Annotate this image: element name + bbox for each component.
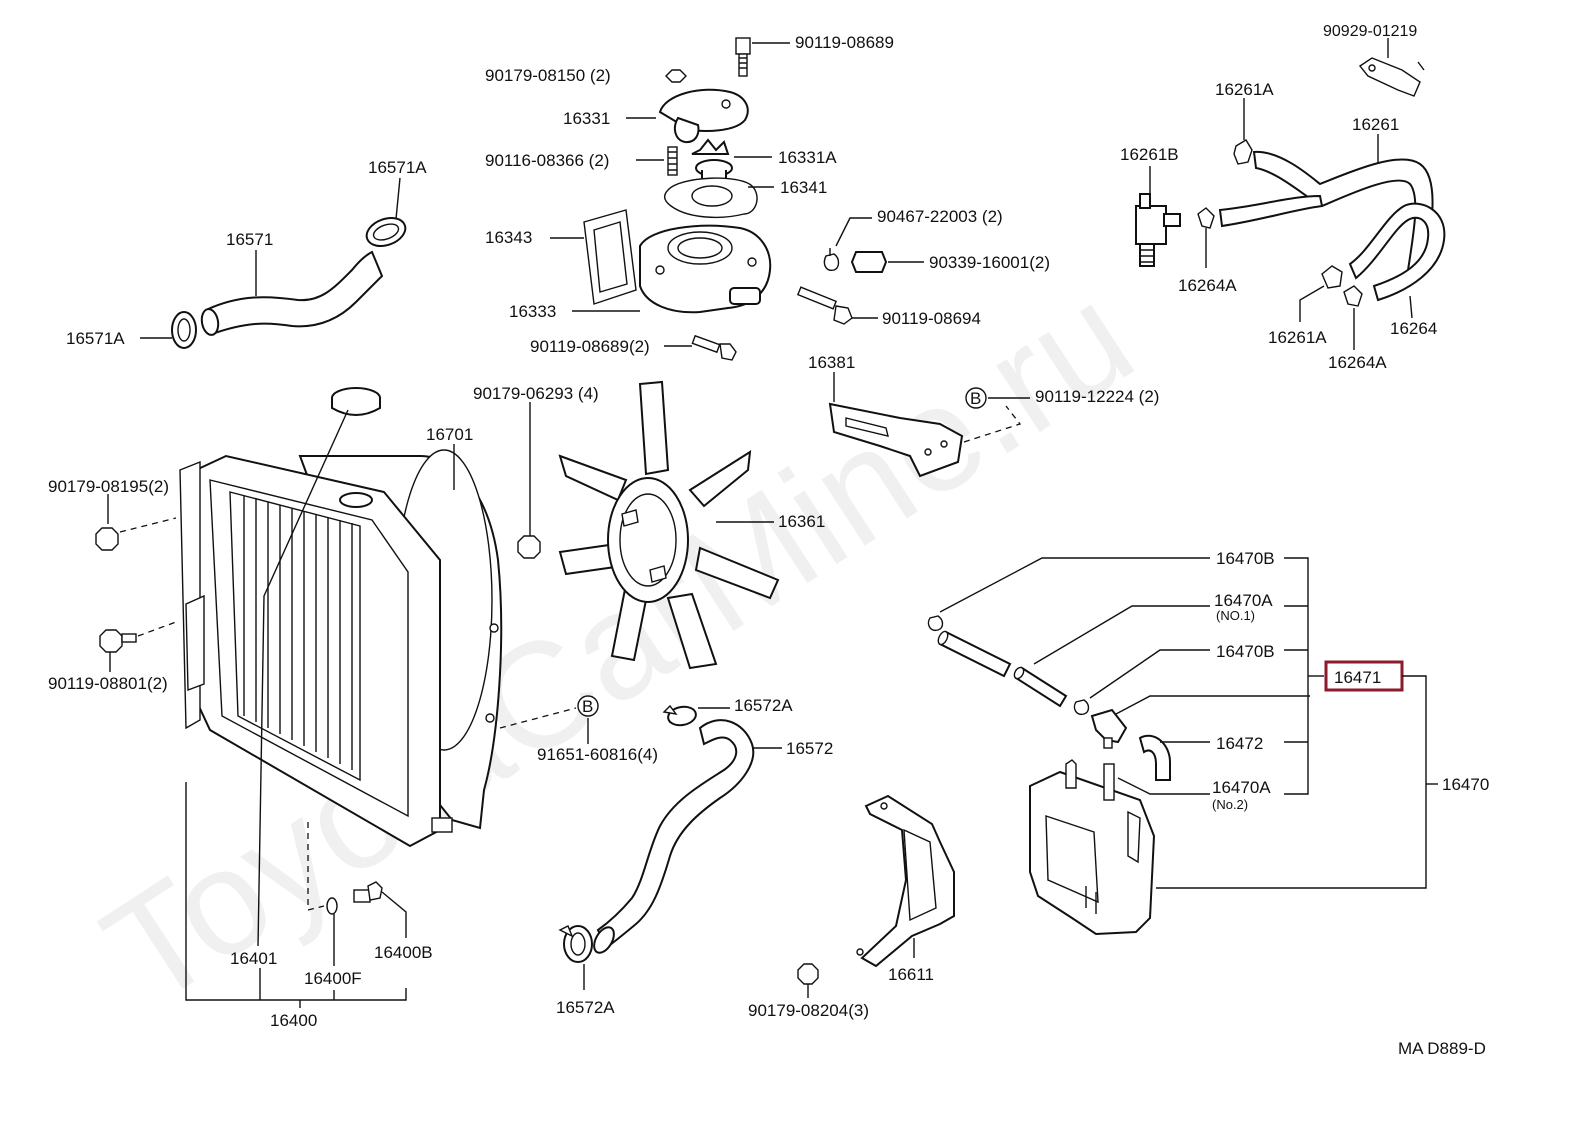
label-16261[interactable]: 16261 [1352,115,1399,134]
water-outlet-16331[interactable] [658,88,749,144]
highlight-box-16471[interactable]: 16471 [1324,660,1404,692]
bolt-90119-08689-top[interactable] [735,37,751,77]
label-16572[interactable]: 16572 [786,739,833,758]
clamp-90467-22003[interactable] [823,248,840,271]
label-16471[interactable]: 16471 [1334,668,1381,687]
label-16264[interactable]: 16264 [1390,319,1437,338]
label-16331[interactable]: 16331 [563,109,610,128]
label-16571[interactable]: 16571 [226,230,273,249]
clamp-16264A-bottom[interactable] [1343,285,1363,307]
label-90339-16001[interactable]: 90339-16001(2) [929,253,1050,272]
hose-clamp-16571A-bottom[interactable] [171,311,197,349]
label-16400F[interactable]: 16400F [304,969,362,988]
label-16470A-bottom-sub: (No.2) [1212,797,1248,812]
nut-90179-08195[interactable] [95,527,119,551]
label-90929-01219[interactable]: 90929-01219 [1323,23,1417,40]
label-16331A[interactable]: 16331A [778,148,837,167]
label-90179-08150[interactable]: 90179-08150 (2) [485,66,611,85]
label-16341[interactable]: 16341 [780,178,827,197]
nut-90179-06293[interactable] [517,535,541,559]
label-16470[interactable]: 16470 [1442,775,1489,794]
label-90179-08195[interactable]: 90179-08195(2) [48,477,169,496]
label-16470B-mid[interactable]: 16470B [1216,642,1275,661]
clamp-16261A-bottom[interactable] [1321,265,1343,289]
hose-16571[interactable] [200,250,384,336]
label-16572A-bottom[interactable]: 16572A [556,998,615,1017]
label-16261B[interactable]: 16261B [1120,145,1179,164]
b-marker-top-letter: B [970,389,981,408]
label-16343[interactable]: 16343 [485,228,532,247]
hose-16470B-mid[interactable] [1012,666,1068,708]
bracket-90929-01219[interactable] [1358,57,1425,97]
label-16472[interactable]: 16472 [1216,734,1263,753]
label-16261A-top[interactable]: 16261A [1215,80,1274,99]
label-16400B[interactable]: 16400B [374,943,433,962]
hose-clamp-16571A-top[interactable] [363,213,409,251]
label-90179-06293[interactable]: 90179-06293 (4) [473,384,599,403]
label-16611[interactable]: 16611 [888,965,934,984]
label-91651-60816[interactable]: 91651-60816(4) [537,745,658,764]
label-16571A-top[interactable]: 16571A [368,158,427,177]
o-ring-16400F[interactable] [326,897,338,915]
label-90119-12224[interactable]: 90119-12224 (2) [1035,387,1159,406]
label-90116-08366[interactable]: 90116-08366 (2) [485,151,609,170]
clamp-16261A-top[interactable] [1233,139,1253,165]
label-16470A-top[interactable]: 16470A [1214,591,1273,610]
clip-16470B-top[interactable] [927,615,944,632]
label-16400[interactable]: 16400 [270,1011,317,1030]
label-16264A-bottom[interactable]: 16264A [1328,353,1387,372]
nut-90179-08150[interactable] [665,69,687,83]
bolt-90119-08689-2[interactable] [691,334,737,361]
label-16261A-bottom[interactable]: 16261A [1268,328,1327,347]
hose-16470A-no1[interactable] [936,630,1012,678]
fan-16361[interactable] [558,380,780,670]
label-16264A-left[interactable]: 16264A [1178,276,1237,295]
nut-90179-08204[interactable] [797,963,819,985]
label-16571A-bottom[interactable]: 16571A [66,329,125,348]
clamp-16264A-left[interactable] [1197,207,1215,229]
label-16470B-top[interactable]: 16470B [1216,549,1275,568]
b-marker-bottom: B [577,695,599,717]
gasket-16341[interactable] [663,177,758,219]
gasket-16343[interactable] [583,209,637,305]
label-16470A-top-sub: (NO.1) [1216,608,1255,623]
label-16572A-top[interactable]: 16572A [734,696,793,715]
bolt-90119-08801[interactable] [99,629,137,653]
b-marker-top: B [965,387,987,409]
reservoir-tank[interactable] [1029,759,1156,936]
label-16701[interactable]: 16701 [426,425,473,444]
radiator-core[interactable] [179,454,453,848]
bracket-16381[interactable] [828,402,964,478]
hose-16572[interactable] [590,719,755,956]
bracket-16611[interactable] [856,794,955,968]
b-marker-bottom-letter: B [582,697,593,716]
label-16401[interactable]: 16401 [230,949,277,968]
heater-hose-16264[interactable] [1348,202,1446,302]
label-16381[interactable]: 16381 [808,353,855,372]
label-16470A-bottom[interactable]: 16470A [1212,778,1271,797]
label-16333[interactable]: 16333 [509,302,556,321]
label-90467-22003[interactable]: 90467-22003 (2) [877,207,1003,226]
label-90119-08689-2[interactable]: 90119-08689(2) [530,337,650,356]
stud-90116-08366[interactable] [667,146,678,176]
bolt-90119-08694[interactable] [796,286,853,325]
cap-16471[interactable] [1090,708,1128,749]
label-90119-08801[interactable]: 90119-08801(2) [48,674,168,693]
label-90119-08694[interactable]: 90119-08694 [882,309,981,328]
drain-cock-16400B[interactable] [353,881,383,903]
cap-90339-16001[interactable] [850,251,888,273]
radiator-cap-16401[interactable] [331,387,381,416]
water-inlet-16333[interactable] [639,224,772,314]
label-90119-08689-top[interactable]: 90119-08689 [795,33,894,52]
clip-16470B-bottom[interactable] [1073,699,1090,716]
label-16361[interactable]: 16361 [778,512,825,531]
hose-clamp-16572A-top[interactable] [662,704,697,728]
valve-16261B[interactable] [1135,193,1181,267]
hose-16472[interactable] [1138,734,1171,781]
label-90179-08204[interactable]: 90179-08204(3) [748,1001,869,1020]
hose-clamp-16572A-bottom[interactable] [558,925,593,963]
diagram-code: MA D889-D [1398,1039,1486,1058]
